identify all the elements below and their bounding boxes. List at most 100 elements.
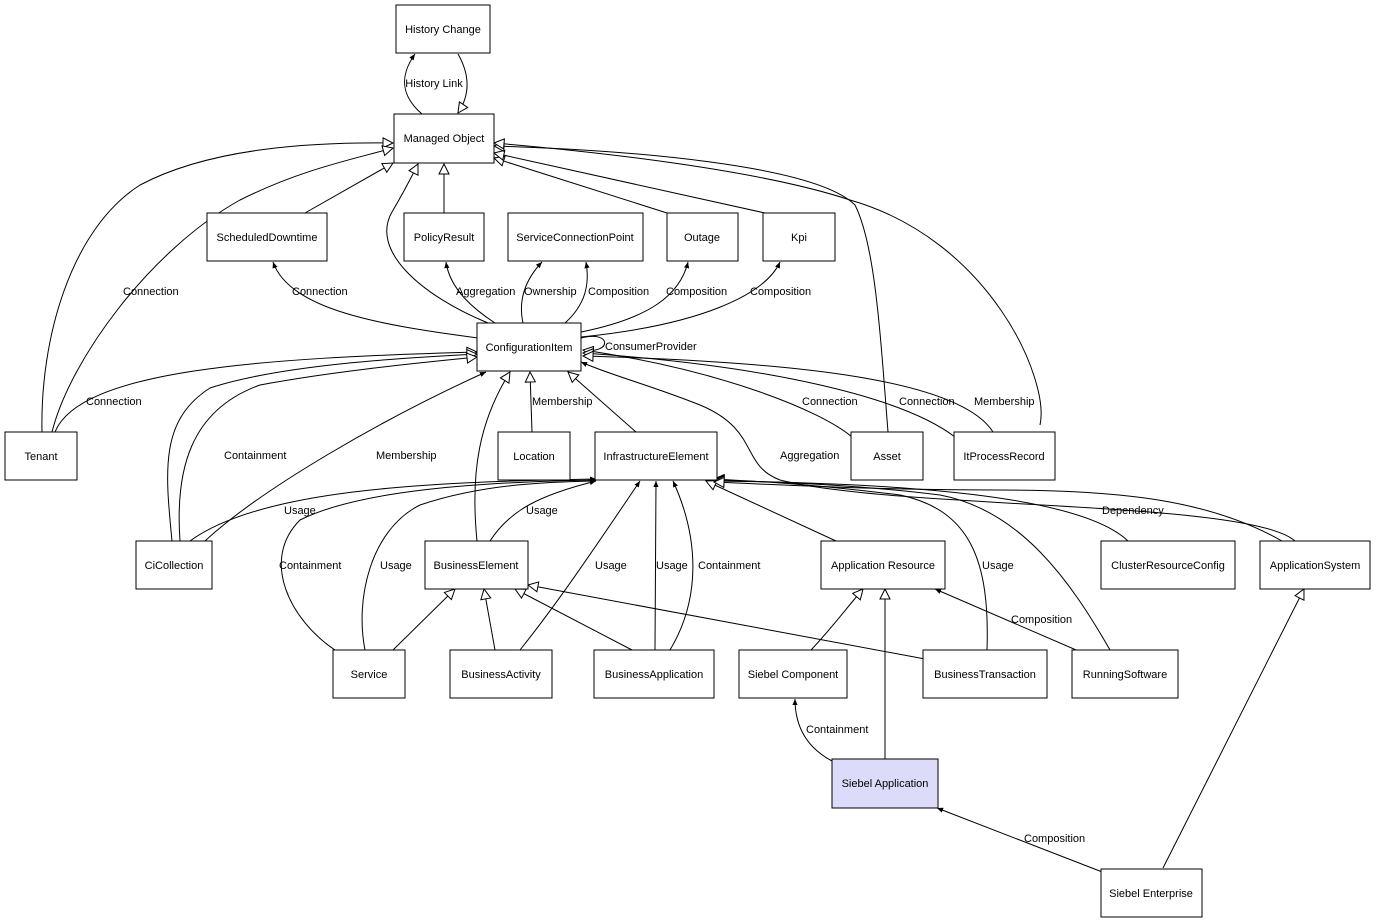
label-history-link: History Link	[405, 78, 463, 90]
edge-businessapplication-ie-containment	[669, 480, 694, 651]
label-composition-runningsoftware: Composition	[1011, 614, 1072, 626]
node-label: PolicyResult	[414, 232, 475, 244]
node-ci-collection[interactable]: CiCollection	[135, 540, 213, 590]
label-dependency: Dependency	[1102, 505, 1164, 517]
node-service[interactable]: Service	[332, 649, 406, 699]
label-connection-asset: Connection	[802, 396, 858, 408]
edge-ci-self-consumerprovider	[580, 336, 606, 354]
node-label: Location	[513, 451, 555, 463]
label-containment-businessapplication: Containment	[698, 560, 760, 572]
edge-configurationitem-managedobject	[386, 164, 489, 324]
node-label: Application Resource	[831, 560, 935, 572]
node-service-connection-point[interactable]: ServiceConnectionPoint	[507, 212, 644, 262]
edge-tenant-ci	[54, 352, 477, 433]
node-label: Kpi	[791, 232, 807, 244]
node-business-activity[interactable]: BusinessActivity	[449, 649, 553, 699]
node-managed-object[interactable]: Managed Object	[393, 113, 495, 164]
node-scheduled-downtime[interactable]: ScheduledDowntime	[206, 212, 328, 262]
node-application-system[interactable]: ApplicationSystem	[1259, 540, 1371, 590]
label-connection-tenant-ci: Connection	[86, 396, 142, 408]
label-consumerprovider: ConsumerProvider	[605, 341, 697, 353]
node-it-process-record[interactable]: ItProcessRecord	[953, 431, 1056, 481]
node-label: Siebel Application	[842, 778, 929, 790]
node-siebel-enterprise[interactable]: Siebel Enterprise	[1100, 868, 1203, 918]
edge-service-ie-containment	[280, 477, 597, 651]
label-usage-businesselement: Usage	[526, 505, 558, 517]
node-label: BusinessActivity	[461, 669, 541, 681]
node-business-application[interactable]: BusinessApplication	[593, 649, 715, 699]
node-label: ClusterResourceConfig	[1111, 560, 1225, 572]
node-label: BusinessElement	[434, 560, 519, 572]
edge-itprocessrecord-managedobject	[494, 143, 1042, 426]
edge-businessapplication-businesselement	[515, 589, 633, 651]
label-containment-cicollection: Containment	[224, 450, 286, 462]
edge-ci-scheduleddowntime	[272, 261, 479, 339]
label-membership-cicollection: Membership	[376, 450, 437, 462]
label-aggregation-ci-pr: Aggregation	[456, 286, 515, 298]
edge-applicationresource-ie	[706, 481, 837, 542]
edges	[41, 53, 1304, 876]
label-connection-ci-sd: Connection	[292, 286, 348, 298]
edge-kpi-managedobject	[494, 153, 766, 214]
label-connection-itpr: Connection	[899, 396, 955, 408]
node-label: BusinessTransaction	[934, 669, 1036, 681]
node-label: BusinessApplication	[605, 669, 703, 681]
edge-runningsoftware-applicationresource	[934, 588, 1098, 660]
node-label: Outage	[684, 232, 720, 244]
label-composition-siebel-enterprise: Composition	[1024, 833, 1085, 845]
node-running-software[interactable]: RunningSoftware	[1071, 649, 1179, 699]
node-history-change[interactable]: History Change	[395, 4, 491, 54]
node-label: ServiceConnectionPoint	[516, 232, 633, 244]
node-label: ApplicationSystem	[1270, 560, 1361, 572]
node-siebel-application[interactable]: Siebel Application	[831, 758, 939, 809]
edge-cicollection-ie-usage	[189, 476, 597, 542]
edge-labels: History Link Connection Connection Aggre…	[86, 78, 1164, 845]
node-policy-result[interactable]: PolicyResult	[403, 212, 485, 262]
edge-location-ci	[530, 372, 532, 433]
node-outage[interactable]: Outage	[666, 212, 739, 262]
node-label: Service	[351, 669, 388, 681]
edge-ci-serviceconnectionpoint-ownership	[520, 261, 543, 324]
node-application-resource[interactable]: Application Resource	[820, 540, 946, 590]
label-usage-service: Usage	[380, 560, 412, 572]
label-containment-siebel: Containment	[806, 724, 868, 736]
edge-ci-kpi	[580, 261, 781, 338]
edge-siebelapplication-siebelcomponent	[792, 698, 835, 763]
label-composition-kpi: Composition	[750, 286, 811, 298]
edge-service-businesselement	[392, 589, 455, 651]
edge-siebelcomponent-applicationresource	[810, 589, 863, 651]
node-label: Siebel Component	[748, 669, 839, 681]
node-label: ConfigurationItem	[486, 342, 573, 354]
edge-siebelenterprise-siebelapplication	[936, 807, 1111, 876]
edge-businesselement-ci	[474, 372, 510, 542]
node-label: Siebel Enterprise	[1109, 888, 1193, 900]
node-label: RunningSoftware	[1083, 669, 1167, 681]
node-tenant[interactable]: Tenant	[4, 431, 78, 481]
edge-cicollection-ci-a	[167, 354, 477, 542]
label-containment-service: Containment	[279, 560, 341, 572]
label-ownership: Ownership	[524, 286, 577, 298]
node-configuration-item[interactable]: ConfigurationItem	[476, 322, 582, 372]
label-membership-itpr: Membership	[974, 396, 1035, 408]
node-siebel-component[interactable]: Siebel Component	[738, 649, 848, 699]
label-aggregation-appsys: Aggregation	[780, 450, 839, 462]
edge-clusterresourceconfig-ie-dependency	[714, 481, 1129, 542]
edge-businesstransaction-businesselement	[528, 585, 926, 660]
node-infrastructure-element[interactable]: InfrastructureElement	[594, 431, 718, 481]
node-asset[interactable]: Asset	[850, 431, 924, 481]
label-usage-cicollection: Usage	[284, 505, 316, 517]
label-composition-scp: Composition	[588, 286, 649, 298]
node-label: Managed Object	[404, 133, 485, 145]
node-kpi[interactable]: Kpi	[762, 212, 836, 262]
node-location[interactable]: Location	[497, 431, 571, 481]
edge-ci-serviceconnectionpoint-composition	[564, 261, 590, 324]
edge-asset-ci	[583, 350, 853, 438]
node-business-element[interactable]: BusinessElement	[424, 540, 529, 590]
node-label: Asset	[873, 451, 901, 463]
edge-cicollection-ci-b	[178, 357, 477, 542]
edge-infrastructureelement-ci	[568, 372, 637, 433]
node-business-transaction[interactable]: BusinessTransaction	[922, 649, 1048, 699]
edge-businesselement-ie-usage	[489, 479, 597, 542]
node-cluster-resource-config[interactable]: ClusterResourceConfig	[1100, 540, 1236, 590]
nodes: History Change Managed Object ScheduledD…	[4, 4, 1371, 918]
